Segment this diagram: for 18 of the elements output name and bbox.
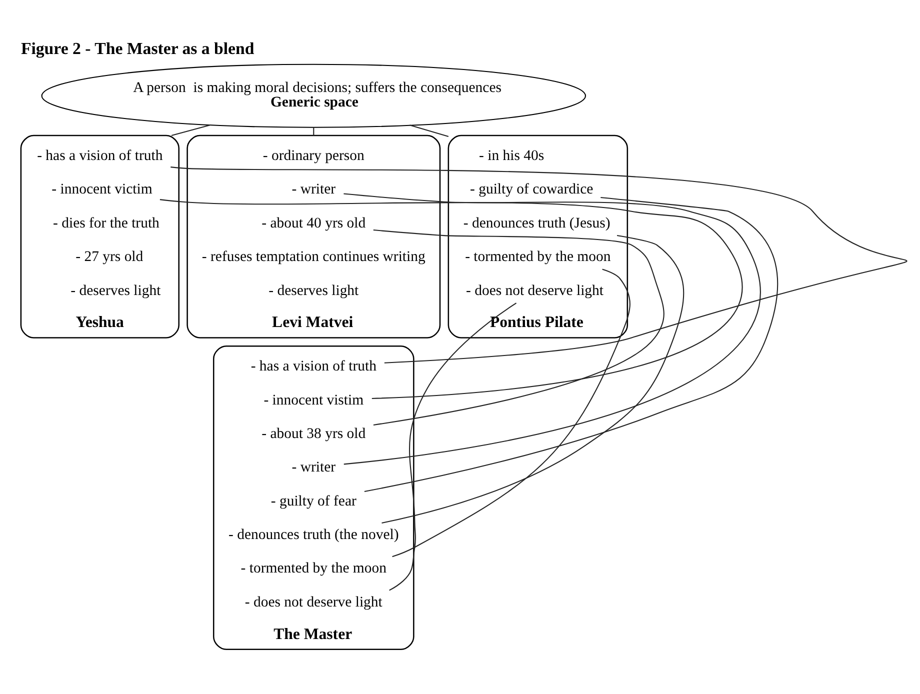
node-text: - guilty of fear: [270, 492, 356, 509]
node-text: - innocent vistim: [264, 392, 364, 408]
node-text: - does not deserve light: [244, 594, 382, 610]
node-text: - tormented by the moon: [240, 560, 386, 576]
node-text: - ordinary person: [262, 147, 364, 164]
node-text: - dies for the truth: [53, 214, 160, 231]
node-text: - deserves light: [70, 282, 161, 298]
node-text: - 27 yrs old: [76, 248, 144, 265]
connector: [313, 126, 314, 136]
diagram-title: Figure 2 - The Master as a blend: [20, 38, 254, 58]
node-text: - innocent victim: [52, 181, 152, 198]
connector: [389, 302, 517, 590]
node-text: - in his 40s: [479, 147, 544, 164]
node-text: - about 38 yrs old: [262, 425, 366, 442]
node-text: - has a vision of truth: [37, 147, 163, 164]
node-text: - writer: [292, 459, 336, 476]
node-ellipse: A person is making moral decisions; suffers the consequences Generic space: [41, 63, 586, 128]
node-text: - denounces truth (the novel): [228, 526, 399, 543]
